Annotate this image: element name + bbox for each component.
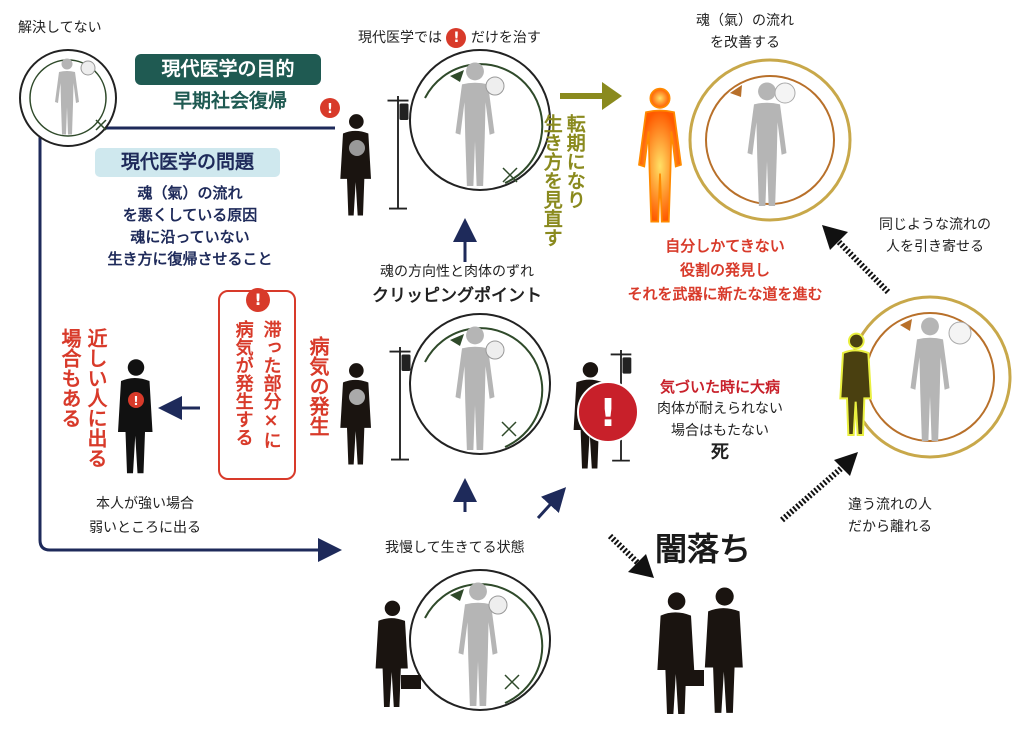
disease-onset-circle — [340, 313, 551, 465]
unresolved-label: 解決してない — [18, 20, 102, 36]
darkness-couple — [657, 587, 743, 714]
role-line: それを武器に新たな道を進む — [627, 285, 823, 303]
close-person-silhouette: ! — [118, 359, 153, 474]
unresolved-soul-circle — [19, 49, 117, 147]
exclamation-icon: ! — [246, 288, 270, 312]
clipping-line1: 魂の方向性と肉体のずれ — [380, 264, 534, 280]
serious-line: 場合はもたない — [671, 423, 769, 439]
svg-text:!: ! — [133, 394, 138, 408]
turning-point-col1: 転期になり — [563, 114, 586, 209]
stagnant-box: ! 滞った部分×に 病気が発生する — [218, 288, 296, 480]
problem-line: 魂に沿っていない — [130, 228, 250, 246]
serious-heading: 気づいた時に大病 — [659, 378, 780, 396]
separate-line: 違う流れの人 — [848, 497, 932, 513]
darkness-label: 闇落ち — [655, 530, 752, 568]
disease-onset-label: 病気の発生 — [306, 336, 330, 436]
treats-post: だけを治す — [470, 30, 541, 46]
death-label: 死 — [711, 442, 729, 463]
role-line: 役割の発見し — [679, 261, 770, 279]
clipping-line2: クリッピングポイント — [372, 286, 542, 306]
problem-line: 生き方に復帰させること — [107, 250, 273, 268]
stagnant-col1: 滞った部分×に — [260, 320, 282, 449]
close-person-col2: 場合もある — [58, 328, 82, 428]
improve-line: を改善する — [710, 35, 780, 51]
treats-pre: 現代医学では — [358, 30, 442, 46]
goal-heading: 現代医学の目的 — [135, 54, 321, 85]
problem-line: を悪くしている原因 — [122, 206, 258, 224]
improve-line: 魂（氣）の流れ — [696, 13, 794, 29]
treats-caption: 現代医学では ! だけを治す — [358, 28, 541, 49]
problem-heading: 現代医学の問題 — [95, 148, 280, 177]
role-line: 自分しかてきない — [665, 237, 785, 255]
attracting-soul-circle — [839, 295, 1012, 459]
attract-line: 同じような流れの — [879, 217, 991, 233]
attract-line: 人を引き寄せる — [886, 239, 984, 255]
close-person-col1: 近しい人に出る — [84, 328, 108, 468]
treated-patient-circle: ! — [320, 49, 551, 216]
problem-line: 魂（氣）の流れ — [137, 184, 243, 202]
svg-text:!: ! — [599, 391, 616, 435]
strong-line: 弱いところに出る — [89, 520, 201, 536]
improved-soul-circle — [638, 58, 852, 223]
turning-point-col2: 生き方を見直す — [540, 114, 563, 247]
enduring-circle — [375, 569, 551, 711]
svg-text:!: ! — [327, 102, 333, 117]
stagnant-col2: 病気が発生する — [232, 320, 254, 446]
serious-illness-figure: ! — [573, 350, 639, 469]
exclamation-icon: ! — [446, 28, 467, 48]
goal-text: 早期社会復帰 — [172, 90, 287, 112]
serious-line: 肉体が耐えられない — [657, 401, 783, 417]
endure-label: 我慢して生きてる状態 — [385, 540, 525, 556]
separate-line: だから離れる — [848, 519, 932, 535]
strong-line: 本人が強い場合 — [96, 496, 194, 512]
